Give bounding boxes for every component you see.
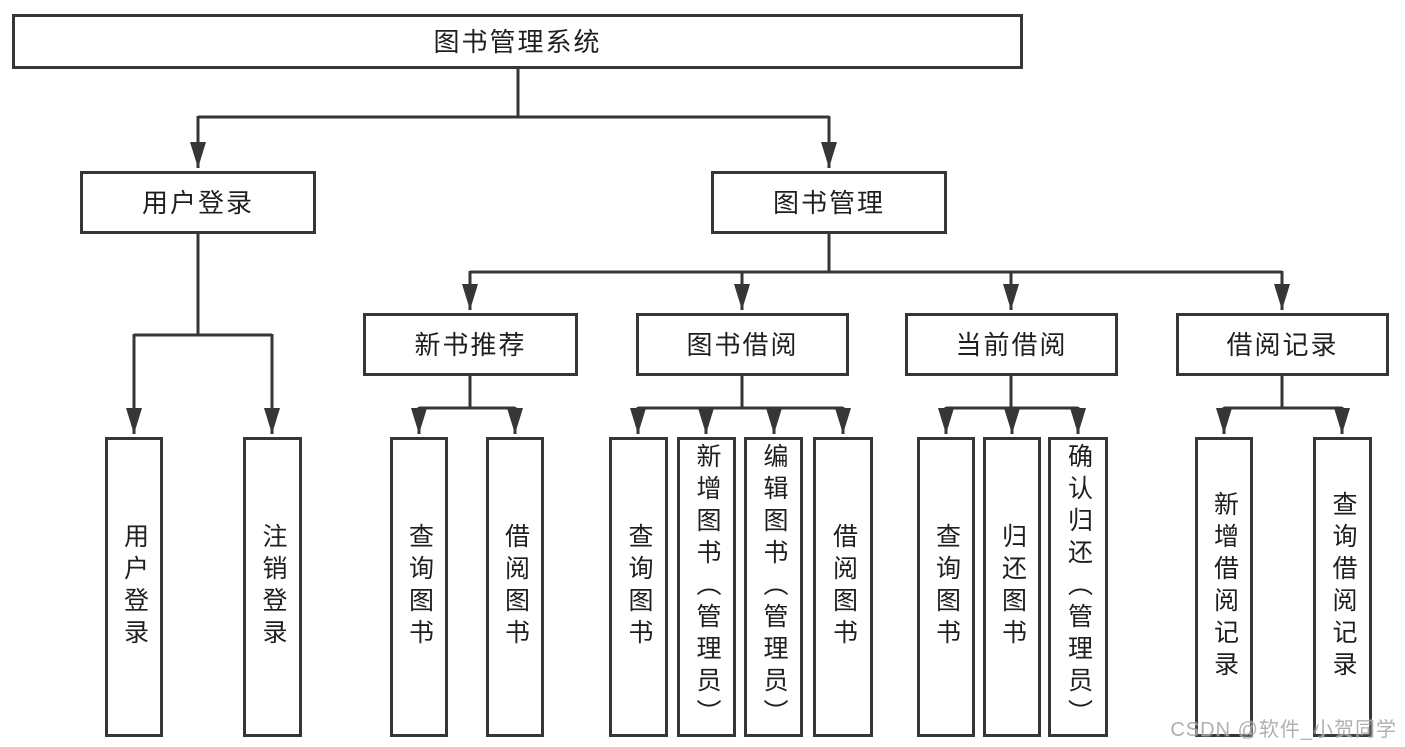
leaf-return-book: 归还图书 bbox=[983, 437, 1041, 737]
connector-login-to-leaves bbox=[126, 234, 280, 434]
leaf-confirm-return-admin: 确认归还（管理员） bbox=[1048, 437, 1108, 737]
leaf-query-book-recommend: 查询图书 bbox=[390, 437, 448, 737]
node-current-borrow: 当前借阅 bbox=[905, 313, 1118, 376]
leaf-query-book-current: 查询图书 bbox=[917, 437, 975, 737]
connector-root-to-level2 bbox=[190, 69, 837, 168]
node-book-management: 图书管理 bbox=[711, 171, 947, 234]
leaf-logout-login: 注销登录 bbox=[243, 437, 302, 737]
node-root: 图书管理系统 bbox=[12, 14, 1023, 69]
node-new-book-recommend: 新书推荐 bbox=[363, 313, 578, 376]
node-user-login: 用户登录 bbox=[80, 171, 316, 234]
leaf-edit-book-admin: 编辑图书（管理员） bbox=[744, 437, 803, 737]
connector-current-to-leaves bbox=[938, 376, 1086, 434]
watermark-text: CSDN @软件_小贺同学 bbox=[1170, 719, 1397, 741]
connector-record-to-leaves bbox=[1216, 376, 1350, 434]
leaf-user-login: 用户登录 bbox=[105, 437, 163, 737]
leaf-query-book-borrow: 查询图书 bbox=[609, 437, 668, 737]
connector-borrow-to-leaves bbox=[630, 376, 851, 434]
node-borrow-record: 借阅记录 bbox=[1176, 313, 1389, 376]
leaf-add-book-admin: 新增图书（管理员） bbox=[677, 437, 736, 737]
leaf-query-borrow-record: 查询借阅记录 bbox=[1313, 437, 1372, 737]
leaf-add-borrow-record: 新增借阅记录 bbox=[1195, 437, 1253, 737]
leaf-borrow-book-recommend: 借阅图书 bbox=[486, 437, 544, 737]
connector-bookmgmt-to-level3 bbox=[462, 234, 1290, 310]
connector-newbook-to-leaves bbox=[411, 376, 523, 434]
node-book-borrow: 图书借阅 bbox=[636, 313, 849, 376]
leaf-borrow-book: 借阅图书 bbox=[813, 437, 873, 737]
